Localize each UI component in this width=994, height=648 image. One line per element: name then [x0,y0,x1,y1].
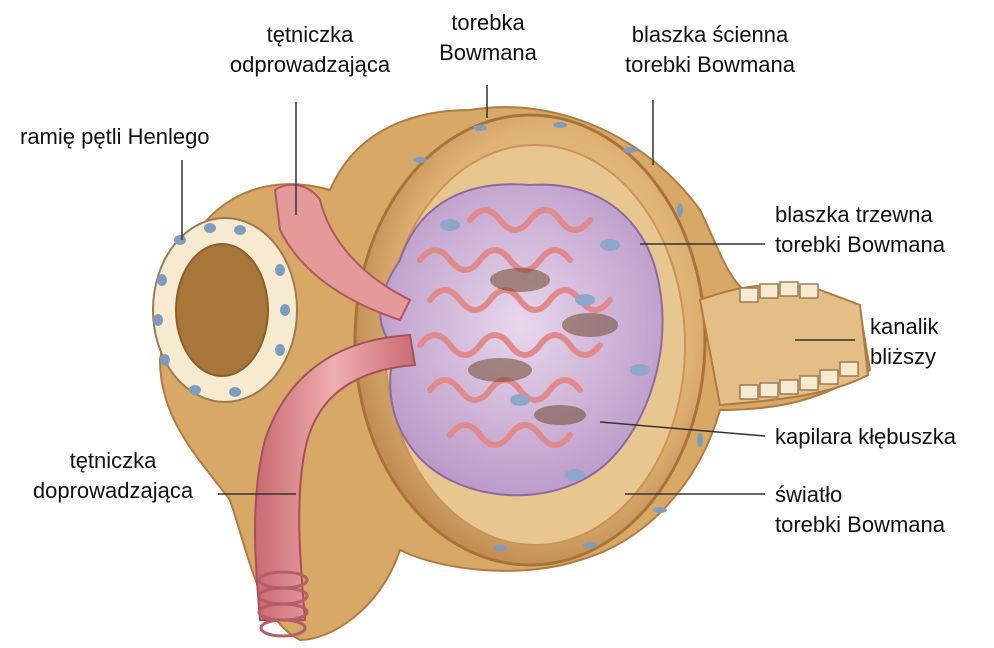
label-capsular-space: światło torebki Bowmana [775,480,945,540]
label-proximal-tubule: kanalik bliższy [870,312,938,372]
label-bowman-capsule: torebka Bowmana [418,8,558,68]
label-visceral-layer: blaszka trzewna torebki Bowmana [775,200,945,260]
label-glomerular-capillary: kapilara kłębuszka [775,422,956,452]
henle-limb-lumen [176,244,268,376]
label-henle-loop: ramię pętli Henlego [20,122,210,152]
label-efferent-arteriole: tętniczka odprowadzająca [210,20,410,80]
label-parietal-layer: blaszka ścienna torebki Bowmana [595,20,825,80]
label-afferent-arteriole: tętniczka doprowadzająca [8,446,218,506]
